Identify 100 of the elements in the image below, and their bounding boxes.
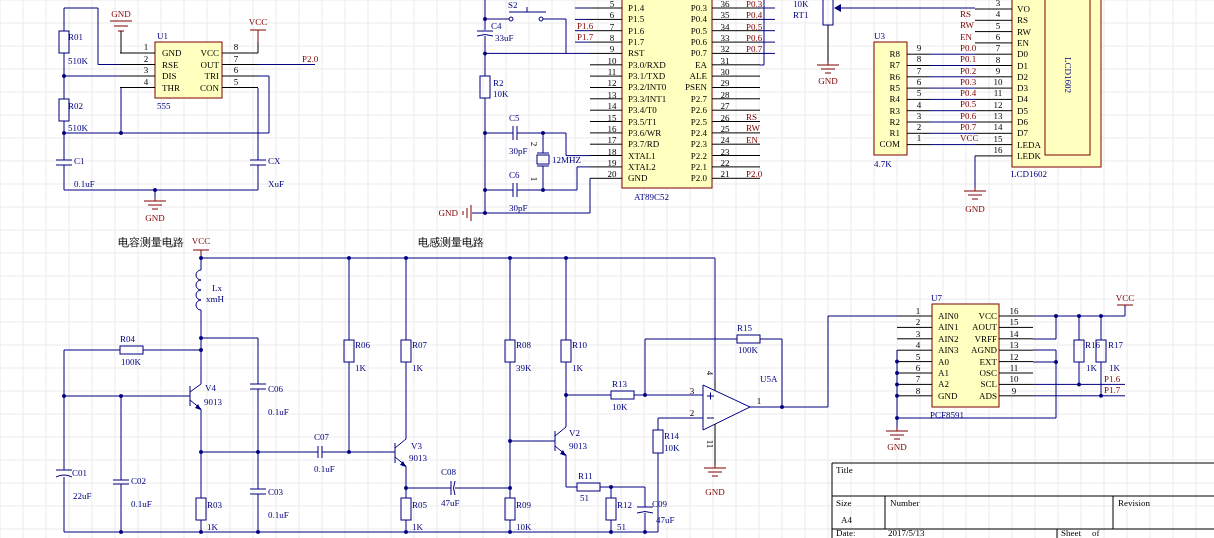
pin-name: P1.6	[628, 25, 645, 37]
part-number: PCF8591	[930, 409, 964, 421]
pin-number: 5	[916, 87, 922, 99]
pin-number: 12	[993, 99, 1003, 111]
component-value: 100K	[738, 344, 758, 356]
pin-name: D6	[1017, 116, 1028, 128]
pin-number: 6	[915, 362, 921, 374]
sheet-date: 2017/5/13	[888, 527, 925, 538]
pin-number: 29	[720, 77, 730, 89]
component-value: 10K	[793, 0, 809, 10]
pin-number: 5	[233, 76, 239, 87]
pin-number: 11	[703, 439, 715, 449]
designator: C4	[491, 20, 502, 32]
pin-number: 9	[1011, 385, 1017, 397]
pin-number: 33	[720, 32, 730, 44]
component-value: 510K	[68, 122, 88, 134]
pin-number: 13	[993, 110, 1003, 122]
pin-name: RST	[628, 47, 645, 59]
title-block-field: Date:	[836, 527, 856, 538]
pin-name: P3.2/INT0	[628, 81, 667, 93]
net-label: P0.7	[746, 43, 763, 55]
pin-name: AIN1	[938, 321, 959, 333]
pin-name: P1.5	[628, 13, 645, 25]
pin-number: 20	[607, 168, 617, 180]
net-label: P2.0	[302, 53, 319, 65]
designator: C07	[314, 431, 329, 443]
pin-name: D5	[1017, 105, 1028, 117]
power-port-label: GND	[145, 212, 165, 224]
pin-number: 1	[915, 305, 921, 317]
pin-name: AOUT	[972, 321, 997, 333]
net-label: P1.7	[1104, 384, 1121, 396]
pin-name: EN	[1017, 37, 1029, 49]
pin-name: GND	[162, 47, 182, 59]
pin-name: P3.4/T0	[628, 104, 657, 116]
designator: C1	[74, 155, 85, 167]
section-title: 电容测量电路	[118, 235, 184, 249]
component-value: 51	[580, 492, 589, 504]
pin-number: 5	[609, 0, 615, 10]
net-label: P0.1	[960, 53, 977, 65]
pin-number: 6	[609, 9, 615, 21]
pin-number: 23	[720, 146, 730, 158]
pin-name: ALE	[689, 70, 707, 82]
net-label: P2.0	[746, 168, 763, 180]
component-value: 22uF	[73, 490, 92, 502]
designator: V3	[411, 440, 422, 452]
pin-name: P2.3	[690, 138, 707, 150]
component-value: 9013	[569, 440, 587, 452]
power-port-label: GND	[887, 441, 907, 453]
pin-number: 21	[720, 168, 730, 180]
component-value: XuF	[268, 178, 284, 190]
pin-number: 5	[995, 20, 1001, 32]
pin-number: 8	[916, 53, 922, 65]
pin-number: 12	[607, 77, 617, 89]
pin-number: 2	[528, 141, 539, 147]
pin-name: R7	[889, 59, 900, 71]
pin-number: 16	[993, 144, 1003, 156]
designator: RT1	[793, 9, 809, 21]
designator: Lx	[212, 282, 222, 294]
component-value: xmH	[206, 293, 224, 305]
net-label: P0.5	[960, 98, 977, 110]
pin-name: AIN3	[938, 344, 959, 356]
component-value: 0.1uF	[268, 509, 289, 521]
pin-name: P3.6/WR	[628, 127, 662, 139]
pin-number: 3	[143, 64, 149, 76]
component-value: 0.1uF	[268, 406, 289, 418]
designator: R08	[516, 339, 531, 351]
pin-name: P3.0/RXD	[628, 59, 666, 71]
component-value: 9013	[204, 396, 222, 408]
component-value: 1K	[572, 362, 583, 374]
pin-name: P3.1/TXD	[628, 70, 666, 82]
pin-name: GND	[938, 390, 958, 402]
designator: R07	[412, 339, 427, 351]
designator: R06	[355, 339, 370, 351]
component-value: 12MHZ	[552, 154, 581, 166]
pin-number: 15	[607, 112, 617, 123]
designator: U1	[157, 30, 168, 42]
net-label: P0.4	[960, 87, 977, 99]
pin-name: GND	[628, 172, 648, 184]
designator: R17	[1108, 339, 1123, 351]
component-value: 0.1uF	[314, 463, 335, 475]
pin-name: P0.7	[690, 47, 707, 59]
designator: C06	[268, 383, 283, 395]
component-value: 510K	[68, 55, 88, 67]
designator: R09	[516, 499, 531, 511]
title-block-field: Revision	[1118, 497, 1150, 509]
pin-number: 28	[720, 89, 730, 101]
designator: V4	[205, 382, 216, 394]
pin-number: 8	[915, 385, 921, 397]
pin-name: AGND	[971, 344, 997, 356]
designator: C08	[441, 466, 456, 478]
pin-name: VRFF	[974, 333, 997, 345]
pin-number: 15	[993, 133, 1003, 145]
component-value: 1K	[1109, 362, 1120, 374]
net-label: P0.3	[746, 0, 763, 10]
pin-number: 12	[1009, 351, 1019, 363]
component-value: 33uF	[495, 32, 514, 44]
title-block-field: Title	[836, 464, 853, 476]
pin-number: 8	[995, 54, 1001, 65]
pin-number: 26	[720, 112, 730, 123]
pin-name: R3	[889, 105, 900, 116]
